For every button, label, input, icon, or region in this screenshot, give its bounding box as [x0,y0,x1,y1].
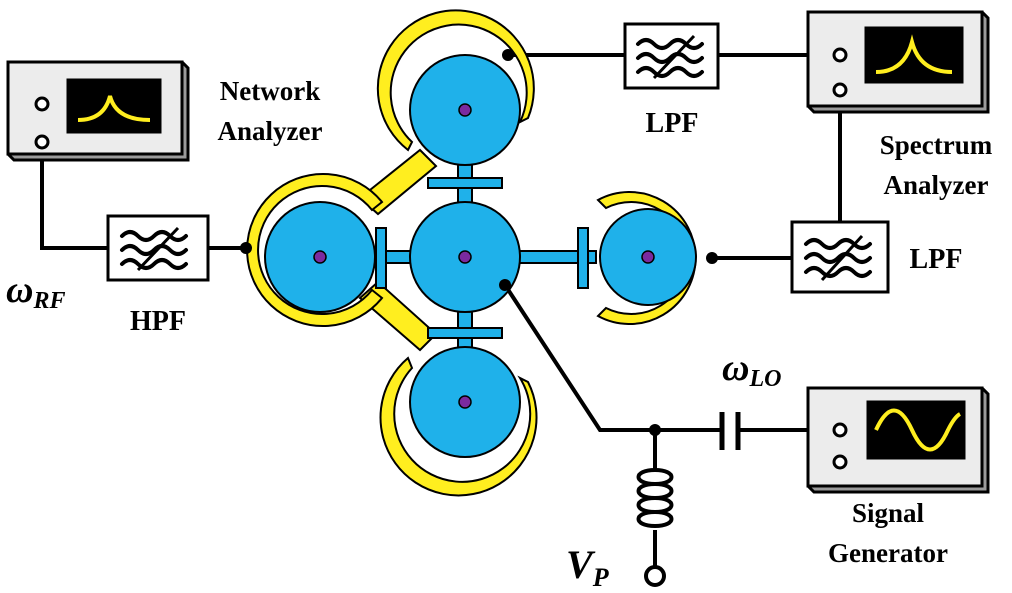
signal-generator-label-line2: Generator [828,538,948,568]
anchor-dot-top [458,103,472,117]
hpf-filter [106,214,210,282]
spectrum-peak-icon [875,34,953,74]
top-electrode [376,9,535,152]
omega-rf-subscript: RF [32,288,65,314]
filter-wave-icon [120,230,188,242]
junction-left-electrode [240,242,252,254]
coil-icon [636,468,674,529]
lpf-filter-top [623,22,720,90]
lpf-right-label: LPF [910,244,963,275]
junction-center [499,279,511,291]
signal-generator [806,386,990,494]
vp-terminal [644,565,666,587]
omega-rf-label: ωRF [6,269,66,314]
anchor-dot-center [458,250,472,264]
wire-center-to-bias-tee [503,283,720,432]
stub-left [375,227,387,289]
network-analyzer-label-line1: Network [220,76,320,106]
anchor-dot-right [641,250,655,264]
vp-subscript: P [592,563,610,592]
spectrum-analyzer-label-line1: Spectrum [880,130,993,160]
junction-top-electrode [502,49,514,61]
anchor-dot-left [313,250,327,264]
stub-right [577,227,589,289]
bottom-electrode [379,356,538,497]
network-analyzer-label-line2: Analyzer [218,116,323,146]
resonance-peak-icon [77,95,151,122]
anchor-dot-bottom [458,395,472,409]
omega-lo-label: ωLO [722,347,781,392]
junction-right-electrode [706,252,718,264]
network-analyzer [6,60,190,162]
signal-generator-label-line1: Signal [852,498,925,528]
signal-generator-port-2 [832,454,848,470]
filter-wave-icon [804,238,872,250]
network-analyzer-port-1 [34,96,50,112]
spectrum-analyzer [806,10,990,114]
inductor [636,468,674,529]
omega-lo-symbol: ω [722,347,749,389]
junction-dots [240,49,718,436]
sine-wave-icon [874,408,962,452]
network-analyzer-port-2 [34,134,50,150]
spectrum-analyzer-port-1 [832,47,848,63]
left-electrode [246,173,384,327]
stub-top [427,177,503,189]
lpf-filter-right [790,220,890,294]
vp-symbol: V [566,542,596,587]
spectrum-analyzer-port-2 [832,82,848,98]
filter-wave-icon [636,38,704,50]
resonator-array [246,9,697,497]
spectrum-analyzer-screen [864,26,964,84]
junction-bias-tee [649,424,661,436]
hpf-label: HPF [130,306,186,337]
wire-na-to-hpf [40,142,108,250]
lpf-top-label: LPF [646,108,699,139]
omega-lo-subscript: LO [748,366,781,392]
capacitor [719,412,741,450]
omega-rf-symbol: ω [6,269,33,311]
signal-generator-port-1 [832,422,848,438]
spectrum-analyzer-label-line2: Analyzer [884,170,989,200]
stub-bottom [427,327,503,339]
vp-label: VP [566,542,610,592]
